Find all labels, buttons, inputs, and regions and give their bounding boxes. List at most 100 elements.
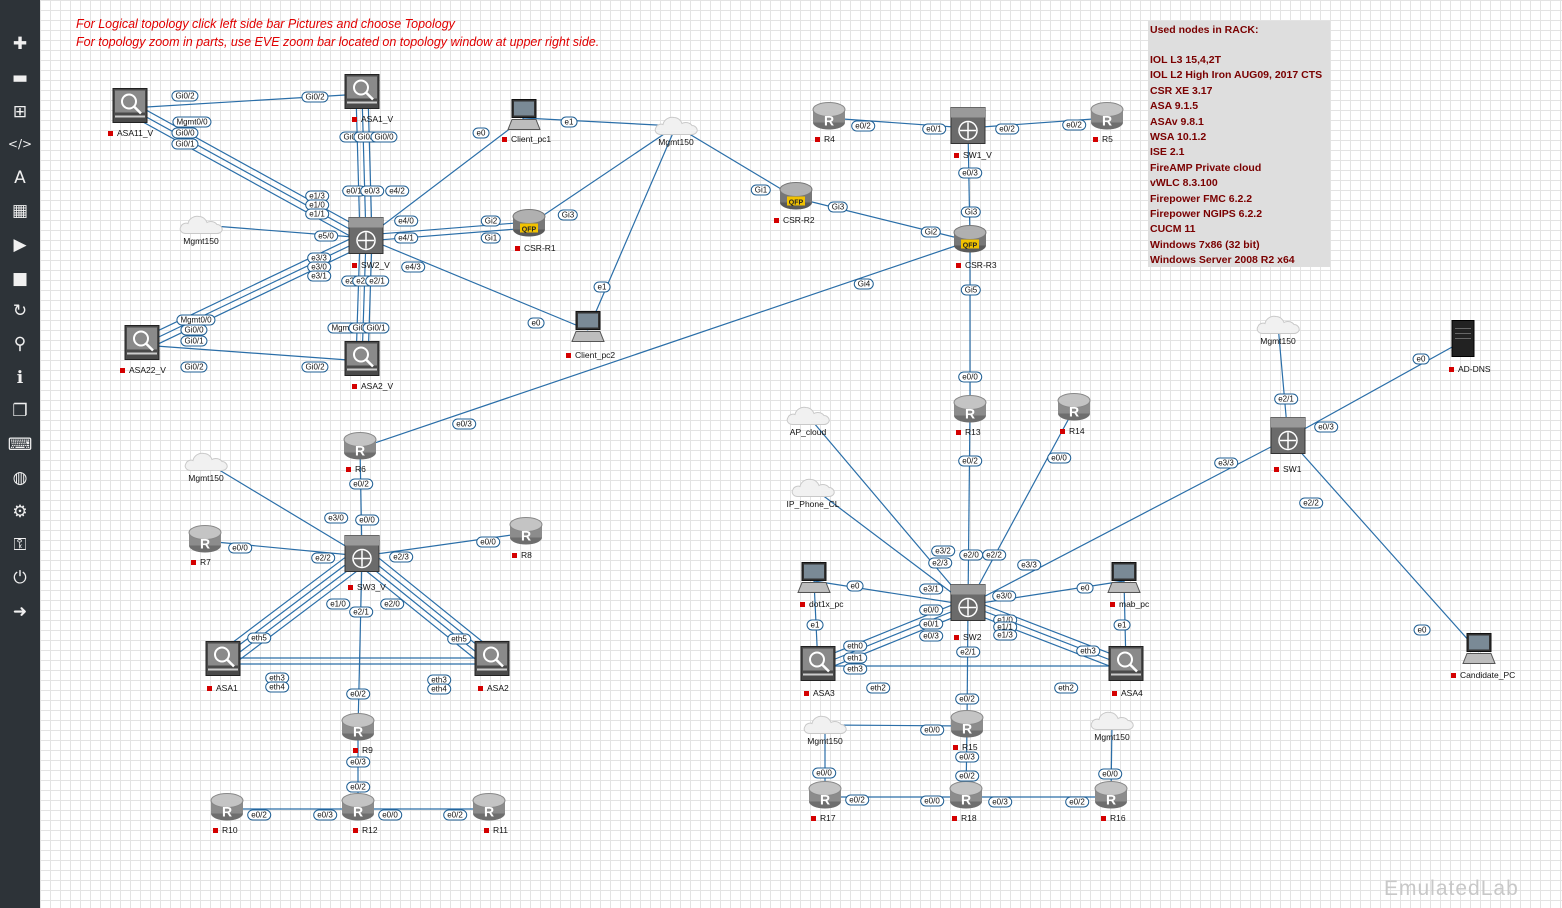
link[interactable]	[132, 102, 370, 234]
firewall-icon[interactable]	[472, 639, 512, 684]
pc-icon[interactable]	[794, 559, 834, 604]
link[interactable]	[366, 227, 530, 242]
console-icon[interactable]: ⌨	[7, 435, 33, 455]
link[interactable]	[807, 415, 969, 606]
link[interactable]	[220, 553, 361, 660]
globe-icon[interactable]: ◍	[12, 468, 28, 488]
link[interactable]	[813, 580, 969, 606]
router-icon[interactable]: R	[469, 787, 509, 832]
link[interactable]	[824, 724, 968, 727]
link[interactable]	[141, 344, 363, 362]
link[interactable]	[795, 197, 971, 242]
link[interactable]	[967, 408, 1075, 606]
router-icon[interactable]: R	[1087, 96, 1127, 141]
cloud-icon[interactable]	[790, 473, 836, 504]
link[interactable]	[228, 562, 368, 669]
router-icon[interactable]: R	[947, 704, 987, 749]
router-icon[interactable]: R	[1054, 387, 1094, 432]
link[interactable]	[966, 604, 969, 727]
grid-icon[interactable]: ▦	[11, 201, 29, 221]
cloud-icon[interactable]	[802, 710, 848, 741]
pc-icon[interactable]	[1104, 559, 1144, 604]
link[interactable]	[144, 242, 369, 351]
firewall-icon[interactable]	[110, 86, 150, 131]
link[interactable]	[523, 117, 677, 127]
link[interactable]	[129, 107, 367, 239]
router-icon[interactable]: R	[340, 426, 380, 471]
firewall-icon[interactable]	[1106, 644, 1146, 689]
link[interactable]	[967, 604, 1127, 667]
settings-icon[interactable]: ⚙	[12, 502, 28, 522]
router-icon[interactable]: R	[1091, 775, 1131, 820]
firewall-icon[interactable]	[342, 339, 382, 384]
add-icon[interactable]: ✚	[12, 34, 28, 54]
link[interactable]	[365, 117, 525, 239]
pictures-icon[interactable]: ❐	[12, 401, 28, 421]
unlock-icon[interactable]: ⚿	[13, 535, 27, 555]
link[interactable]	[528, 125, 677, 226]
router-icon[interactable]: R	[809, 96, 849, 141]
cloud-icon[interactable]	[1089, 706, 1135, 737]
cloud-icon[interactable]	[653, 111, 699, 142]
pc-icon[interactable]	[504, 96, 544, 141]
link[interactable]	[365, 221, 529, 236]
start-icon[interactable]: ▶	[13, 235, 27, 255]
link[interactable]	[587, 125, 677, 331]
server-icon[interactable]	[1443, 319, 1483, 364]
zoom-icon[interactable]: ⚲	[13, 334, 27, 354]
pc-icon[interactable]	[568, 308, 608, 353]
link[interactable]	[361, 532, 527, 557]
switch-icon[interactable]	[342, 534, 382, 579]
link[interactable]	[217, 548, 357, 655]
router-icon[interactable]: R	[946, 775, 986, 820]
link[interactable]	[969, 598, 1129, 661]
firewall-icon[interactable]	[342, 72, 382, 117]
csr-icon[interactable]: QFP	[509, 203, 549, 248]
logout-icon[interactable]: ➜	[12, 602, 28, 622]
cloud-icon[interactable]	[1255, 310, 1301, 341]
stop-icon[interactable]: ■	[11, 269, 29, 289]
router-icon[interactable]: R	[338, 707, 378, 752]
power-icon[interactable]: ⏻	[13, 568, 27, 588]
link[interactable]	[967, 580, 1125, 606]
info-icon[interactable]: ℹ	[16, 368, 24, 388]
text-icon[interactable]: A	[14, 168, 26, 188]
firewall-icon[interactable]	[203, 639, 243, 684]
switch-icon[interactable]	[948, 583, 988, 628]
link[interactable]	[205, 461, 363, 557]
router-icon[interactable]: R	[338, 787, 378, 832]
link[interactable]	[365, 237, 589, 331]
link[interactable]	[965, 610, 1125, 673]
link[interactable]	[355, 562, 487, 669]
cloud-icon[interactable]	[183, 447, 229, 478]
router-icon[interactable]: R	[185, 519, 225, 564]
csr-icon[interactable]: QFP	[950, 219, 990, 264]
csr-icon[interactable]: QFP	[776, 176, 816, 221]
nodes-icon[interactable]: ▬	[11, 68, 29, 88]
router-icon[interactable]: R	[506, 511, 546, 556]
link[interactable]	[967, 127, 971, 242]
cloud-icon[interactable]	[178, 210, 224, 241]
switch-icon[interactable]	[346, 216, 386, 261]
link[interactable]	[367, 238, 373, 362]
link[interactable]	[817, 604, 969, 667]
link[interactable]	[359, 557, 491, 664]
refresh-icon[interactable]: ↻	[12, 301, 28, 321]
link[interactable]	[126, 112, 364, 244]
networks-icon[interactable]: ⊞	[12, 102, 28, 122]
link[interactable]	[224, 557, 365, 664]
link[interactable]	[967, 410, 971, 606]
link[interactable]	[200, 224, 367, 239]
link[interactable]	[1287, 437, 1480, 653]
switch-icon[interactable]	[1268, 416, 1308, 461]
cloud-icon[interactable]	[785, 401, 831, 432]
link[interactable]	[675, 125, 797, 199]
link[interactable]	[367, 548, 499, 655]
router-icon[interactable]: R	[950, 389, 990, 434]
link[interactable]	[355, 237, 361, 361]
link[interactable]	[361, 237, 367, 362]
firewall-icon[interactable]	[122, 323, 162, 368]
startup-config-icon[interactable]: </>	[7, 137, 33, 151]
link[interactable]	[363, 553, 495, 660]
firewall-icon[interactable]	[798, 644, 838, 689]
